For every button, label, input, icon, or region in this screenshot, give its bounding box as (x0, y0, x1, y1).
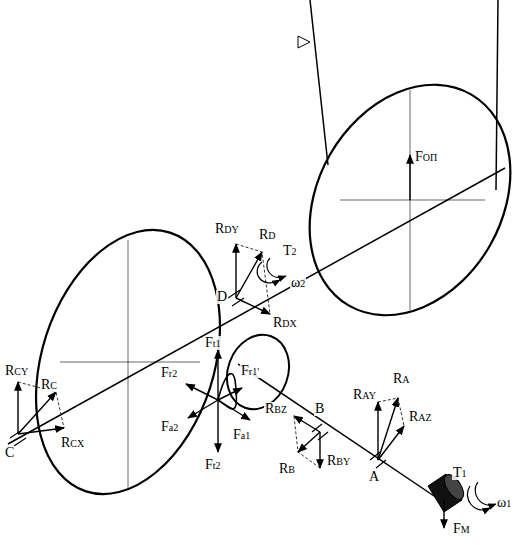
force-label: RCX (60, 436, 85, 450)
torque-arrow (467, 486, 490, 510)
force-arrows (18, 155, 444, 528)
force-label: RA (392, 372, 411, 386)
center-line (410, 90, 411, 310)
belt-marker (298, 36, 310, 48)
force-label: ω1 (496, 496, 512, 510)
gear-wheel (4, 206, 252, 518)
force-label: FM (452, 522, 471, 536)
force-label: RAZ (408, 410, 433, 424)
torque-arrow (267, 258, 286, 277)
force-label: C (4, 446, 15, 460)
force-label: T2 (282, 244, 298, 258)
pinion (217, 326, 299, 418)
force-label: RDX (272, 316, 298, 330)
center-line (128, 240, 129, 490)
pulley (269, 48, 521, 351)
torque-arrow (475, 482, 496, 505)
force-label: RC (40, 378, 58, 392)
force-label: T1 (452, 466, 468, 480)
force-label: RBY (326, 454, 351, 468)
force-label: Ft1 (204, 336, 222, 350)
force-label: Fa2 (160, 420, 179, 434)
force-label: A (368, 470, 380, 484)
force-label: FОП (414, 150, 438, 164)
pinion-tooth (218, 374, 236, 409)
force-label: Ft2 (204, 458, 222, 472)
force-label: RB (278, 462, 296, 476)
force-label: Fr1' (240, 364, 260, 378)
force-label: RD (258, 228, 277, 242)
force-label: ω2 (290, 276, 306, 290)
belt-line (496, 0, 498, 190)
force-label: B (314, 402, 325, 416)
belt-line (310, 0, 328, 165)
parallelogram (18, 244, 404, 468)
output-shaft (8, 168, 505, 444)
force-label: Fr2 (160, 366, 178, 380)
force-label: Fa1 (232, 428, 251, 442)
force-label: D (216, 290, 228, 304)
input-shaft (238, 364, 440, 500)
force-label: RBZ (264, 402, 288, 416)
force-label: RDY (214, 222, 240, 236)
force-label: RAY (352, 388, 377, 402)
force-label: RCY (4, 364, 29, 378)
center-line (340, 200, 485, 201)
center-line (60, 362, 200, 363)
